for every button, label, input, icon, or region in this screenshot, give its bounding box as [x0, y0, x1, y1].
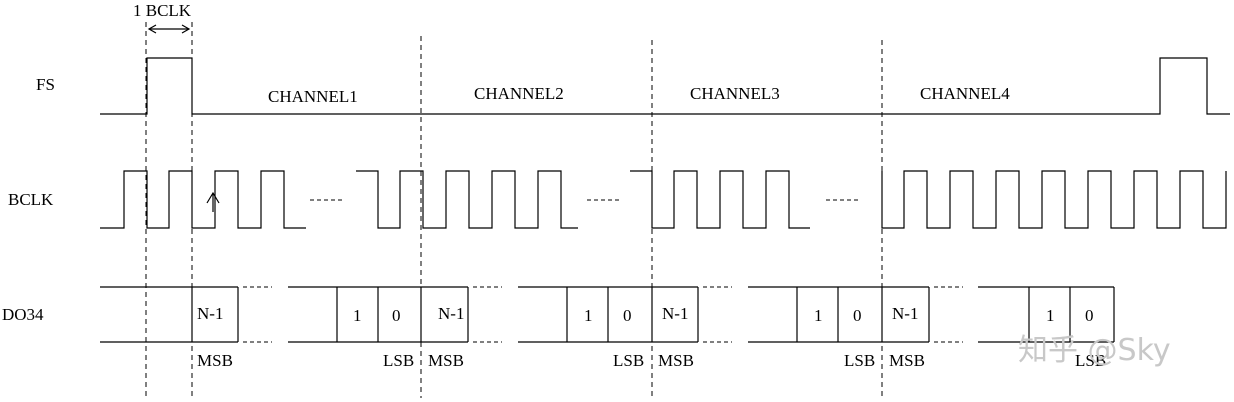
msb-lsb-markers: MSB LSB MSB LSB MSB LSB MSB LSB — [197, 351, 1106, 370]
bit-label-n-1: N-1 — [197, 304, 223, 323]
bit-label-n-1: N-1 — [662, 304, 688, 323]
channel-label-2: CHANNEL2 — [474, 84, 564, 103]
lsb-label: LSB — [383, 351, 414, 370]
lsb-label: LSB — [844, 351, 875, 370]
rising-edge-arrow-icon — [206, 191, 220, 212]
msb-label: MSB — [197, 351, 233, 370]
bit-label-1: 1 — [1046, 306, 1055, 325]
bclk-waveform — [100, 170, 1227, 229]
lsb-label: LSB — [1075, 351, 1106, 370]
data-bit-labels: N-1 1 0 N-1 1 0 N-1 1 0 N-1 1 0 — [197, 304, 1094, 325]
bit-label-0: 0 — [1085, 306, 1094, 325]
signal-label-do34: DO34 — [2, 305, 44, 324]
bit-label-1: 1 — [584, 306, 593, 325]
msb-label: MSB — [889, 351, 925, 370]
bit-label-0: 0 — [392, 306, 401, 325]
bit-label-0: 0 — [853, 306, 862, 325]
fs-waveform — [100, 57, 1230, 115]
channel-label-4: CHANNEL4 — [920, 84, 1010, 103]
bclk-measure-label: 1 BCLK — [133, 1, 192, 20]
bit-label-n-1: N-1 — [892, 304, 918, 323]
bit-label-0: 0 — [623, 306, 632, 325]
channel-label-1: CHANNEL1 — [268, 87, 358, 106]
channel-label-3: CHANNEL3 — [690, 84, 780, 103]
signal-label-fs: FS — [36, 75, 55, 94]
msb-label: MSB — [658, 351, 694, 370]
signal-label-bclk: BCLK — [8, 190, 54, 209]
lsb-label: LSB — [613, 351, 644, 370]
msb-label: MSB — [428, 351, 464, 370]
do34-data-bus — [100, 286, 1115, 343]
bit-label-1: 1 — [814, 306, 823, 325]
bit-label-1: 1 — [353, 306, 362, 325]
watermark: 知乎 @Sky — [1018, 333, 1171, 368]
bit-label-n-1: N-1 — [438, 304, 464, 323]
bclk-measure: 1 BCLK — [133, 1, 192, 34]
